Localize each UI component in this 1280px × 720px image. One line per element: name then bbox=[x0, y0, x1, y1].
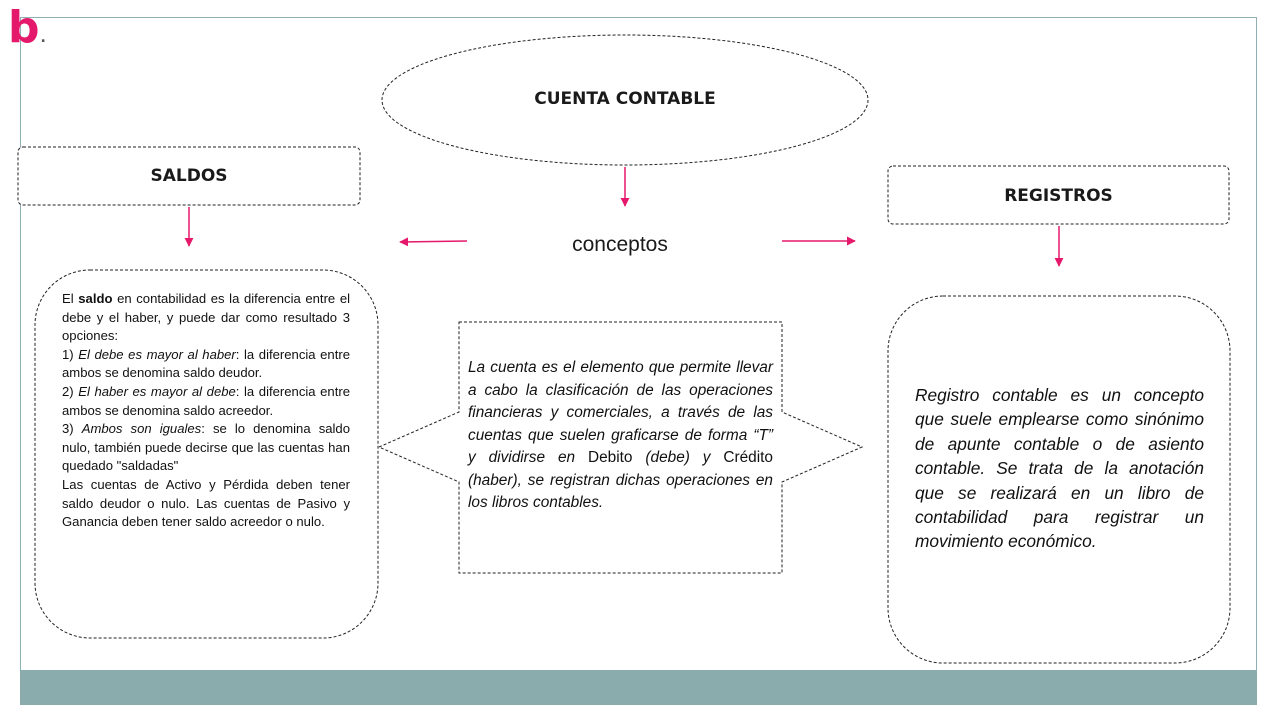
cuenta-contable-label: CUENTA CONTABLE bbox=[534, 89, 716, 109]
saldos-intro: El saldo en contabilidad es la diferenci… bbox=[62, 291, 351, 344]
logo-dot: . bbox=[40, 30, 46, 46]
brand-logo: b. bbox=[8, 6, 46, 60]
saldos-option-3: 3) Ambos son iguales: se lo denomina sal… bbox=[62, 421, 350, 474]
logo-letter: b bbox=[8, 2, 39, 53]
registros-box bbox=[887, 165, 1230, 225]
saldos-content-box bbox=[34, 269, 379, 639]
saldos-box bbox=[17, 146, 361, 206]
cuenta-contable-ellipse bbox=[381, 34, 869, 166]
conceptos-label: conceptos bbox=[572, 233, 668, 256]
cuenta-definition-text: La cuenta es el elemento que permite lle… bbox=[468, 359, 773, 511]
saldos-text: El saldo en contabilidad es la diferenci… bbox=[62, 290, 350, 532]
saldos-option-1: 1) El debe es mayor al haber: la diferen… bbox=[62, 346, 350, 381]
saldos-label: SALDOS bbox=[150, 166, 228, 186]
cuenta-double-arrow-shape bbox=[377, 321, 864, 574]
registros-definition-text: Registro contable es un concepto que sue… bbox=[915, 385, 1204, 552]
footer-bar bbox=[20, 670, 1257, 705]
saldos-option-2: 2) El haber es mayor al debe: la diferen… bbox=[62, 383, 350, 418]
arrow-conceptos-left bbox=[399, 237, 468, 247]
registros-label: REGISTROS bbox=[1004, 186, 1113, 206]
registros-content-box bbox=[887, 295, 1231, 664]
saldos-rule: Las cuentas de Activo y Pérdida deben te… bbox=[62, 476, 350, 530]
